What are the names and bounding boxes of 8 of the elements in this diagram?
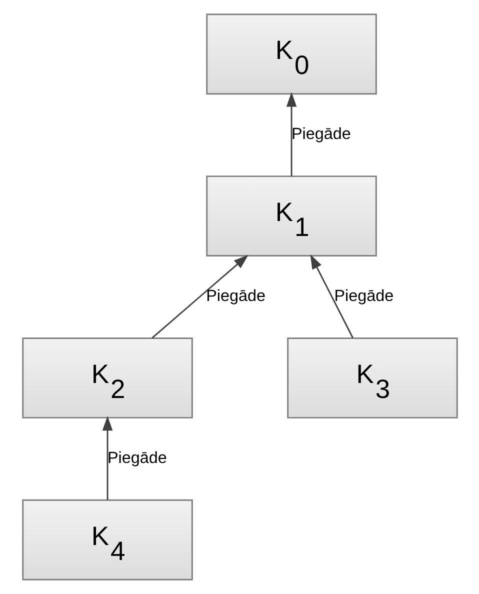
arrow — [102, 416, 112, 500]
arrow — [151, 254, 248, 339]
edge-label: Piegāde — [206, 287, 266, 306]
edge-label: Piegāde — [334, 287, 394, 306]
edge-label: Piegāde — [107, 449, 166, 468]
arrow — [310, 254, 354, 338]
arrow — [286, 92, 296, 176]
edge-label: Piegāde — [291, 125, 350, 144]
